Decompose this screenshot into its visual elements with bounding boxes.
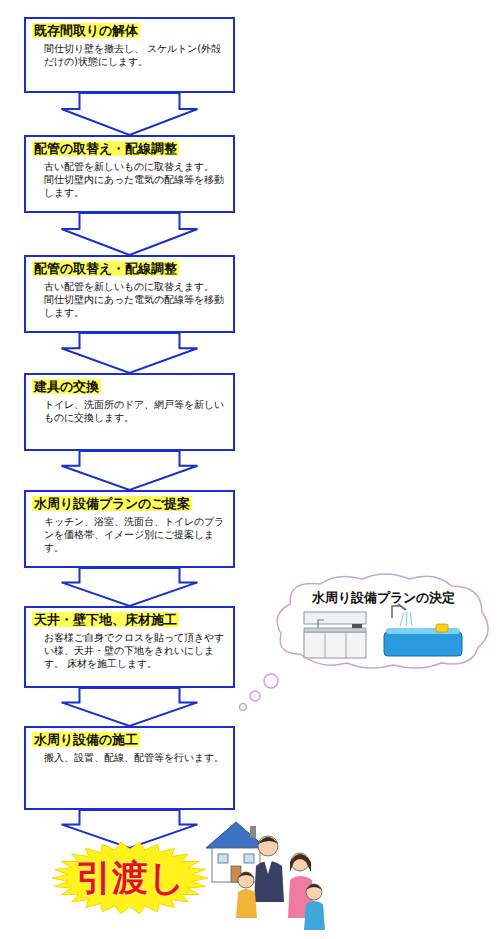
flow-arrow <box>62 688 198 726</box>
thought-bubble <box>264 674 278 688</box>
handover-label: 引渡し <box>52 858 208 898</box>
cloud-outline <box>272 572 494 672</box>
heading-highlight: 配管の取替え・配線調整 <box>32 141 179 156</box>
heading-highlight: 天井・壁下地、床材施工 <box>32 612 179 627</box>
flow-arrow <box>62 810 198 848</box>
family-illustration <box>236 836 325 930</box>
step-description: トイレ、洗面所のドア、網戸等を新しいものに交換します。 <box>44 398 227 424</box>
step-heading: 既存間取りの解体 <box>32 23 227 40</box>
process-box: 配管の取替え・配線調整古い配管を新しいものに取替えます。 間仕切壁内にあった電気… <box>24 135 235 213</box>
process-box: 建具の交換トイレ、洗面所のドア、網戸等を新しいものに交換します。 <box>24 373 235 451</box>
flow-arrow <box>62 333 198 373</box>
process-box: 天井・壁下地、床材施工お客様ご自身でクロスを貼って頂きやすい様、天井・壁の下地を… <box>24 606 235 688</box>
step-heading: 水周り設備プランのご提案 <box>32 496 227 513</box>
step-heading: 建具の交換 <box>32 379 227 396</box>
step-description: 搬入、設置、配線、配管等を行います。 <box>44 751 227 764</box>
thought-bubble <box>250 691 260 701</box>
thought-bubble <box>240 704 247 711</box>
flow-arrow <box>62 451 198 490</box>
flow-arrow <box>62 213 198 255</box>
step-heading: 水周り設備の施工 <box>32 732 227 749</box>
step-description: お客様ご自身でクロスを貼って頂きやすい様、天井・壁の下地をきれいにします。 床材… <box>44 631 227 670</box>
heading-highlight: 建具の交換 <box>32 379 101 394</box>
cloud-label: 水周り設備プランの決定 <box>272 590 494 606</box>
step-description: 古い配管を新しいものに取替えます。 間仕切壁内にあった電気の配線等を移動します。 <box>44 160 227 199</box>
flow-arrow <box>62 93 198 135</box>
step-heading: 天井・壁下地、床材施工 <box>32 612 227 629</box>
step-heading: 配管の取替え・配線調整 <box>32 141 227 158</box>
starburst-shape <box>52 842 208 913</box>
process-box: 水周り設備の施工搬入、設置、配線、配管等を行います。 <box>24 726 235 810</box>
bath-illustration <box>384 604 462 656</box>
handover-starburst: 引渡し <box>52 842 208 914</box>
thought-cloud: 水周り設備プランの決定 <box>272 572 494 672</box>
process-box: 水周り設備プランのご提案キッチン、浴室、洗面台、トイレのプランを価格帯、イメージ… <box>24 490 235 568</box>
heading-highlight: 配管の取替え・配線調整 <box>32 261 179 276</box>
process-box: 既存間取りの解体間仕切り壁を撤去し、 スケルトン(外殻だけの)状態にします。 <box>24 17 235 93</box>
cloud-shape <box>277 574 488 668</box>
flow-arrow <box>62 568 198 606</box>
step-description: キッチン、浴室、洗面台、トイレのプランを価格帯、イメージ別にご提案します。 <box>44 515 227 554</box>
step-description: 古い配管を新しいものに取替えます。 間仕切壁内にあった電気の配線等を移動します。 <box>44 280 227 319</box>
step-description: 間仕切り壁を撤去し、 スケルトン(外殻だけの)状態にします。 <box>44 42 227 68</box>
heading-highlight: 既存間取りの解体 <box>32 23 140 38</box>
process-box: 配管の取替え・配線調整古い配管を新しいものに取替えます。 間仕切壁内にあった電気… <box>24 255 235 333</box>
kitchen-illustration <box>304 612 366 658</box>
step-heading: 配管の取替え・配線調整 <box>32 261 227 278</box>
heading-highlight: 水周り設備の施工 <box>32 732 140 747</box>
heading-highlight: 水周り設備プランのご提案 <box>32 496 192 511</box>
